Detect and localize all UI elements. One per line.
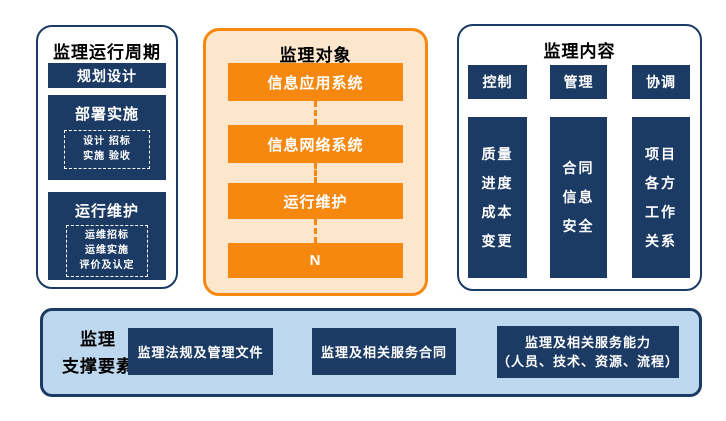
dashed-connector bbox=[313, 219, 317, 243]
stage-deployment-implementation: 部署实施 设计 招标 实施 验收 bbox=[48, 95, 166, 180]
content-item: 变更 bbox=[481, 232, 514, 249]
support-title-line: 支撑要素 bbox=[62, 356, 134, 376]
content-header-management: 管理 bbox=[550, 65, 607, 99]
support-item-service-capability: 监理及相关服务能力 （人员、技术、资源、流程） bbox=[497, 326, 679, 378]
dashed-connector bbox=[313, 101, 317, 125]
support-panel: 监理 支撑要素 监理法规及管理文件 监理及相关服务合同 监理及相关服务能力 （人… bbox=[40, 308, 702, 397]
content-item: 合同 bbox=[562, 160, 595, 176]
stage-maintenance-title: 运行维护 bbox=[74, 203, 139, 220]
support-panel-title: 监理 支撑要素 bbox=[48, 311, 148, 394]
capability-line: 监理及相关服务能力 bbox=[524, 335, 651, 350]
maintenance-substeps-box: 运维招标 运维实施 评价及认定 bbox=[66, 225, 148, 277]
deployment-substep: 实施 验收 bbox=[83, 151, 131, 162]
maintenance-substep: 运维实施 bbox=[85, 245, 129, 256]
content-header-coordination: 协调 bbox=[632, 65, 690, 99]
content-item: 质量 bbox=[481, 145, 514, 162]
capability-line: （人员、技术、资源、流程） bbox=[497, 354, 680, 369]
content-item: 项目 bbox=[645, 145, 677, 162]
stage-planning-design: 规划设计 bbox=[48, 63, 166, 88]
content-body-coordination: 项目 各方 工作 关系 bbox=[632, 117, 690, 278]
content-item: 各方 bbox=[645, 174, 677, 191]
content-item: 进度 bbox=[481, 174, 514, 191]
stage-operation-maintenance: 运行维护 运维招标 运维实施 评价及认定 bbox=[48, 192, 166, 280]
objects-panel-title: 监理对象 bbox=[279, 46, 352, 65]
maintenance-substep: 运维招标 bbox=[85, 230, 129, 241]
object-operation-maintenance: 运行维护 bbox=[228, 183, 403, 219]
content-body-control: 质量 进度 成本 变更 bbox=[468, 117, 527, 278]
content-item: 信息 bbox=[562, 189, 595, 205]
cycle-panel-title: 监理运行周期 bbox=[53, 43, 161, 62]
object-n: N bbox=[228, 243, 403, 278]
cycle-panel: 监理运行周期 规划设计 部署实施 设计 招标 实施 验收 运行维护 运维招标 运… bbox=[36, 25, 178, 289]
content-item: 工作 bbox=[645, 203, 677, 220]
stage-deployment-title: 部署实施 bbox=[74, 106, 139, 123]
deployment-substeps-box: 设计 招标 实施 验收 bbox=[64, 130, 150, 169]
object-info-network-system: 信息网络系统 bbox=[228, 125, 403, 163]
content-item: 成本 bbox=[481, 203, 514, 220]
support-item-service-contract: 监理及相关服务合同 bbox=[312, 328, 456, 375]
support-title-line: 监理 bbox=[80, 329, 116, 349]
content-item: 关系 bbox=[645, 232, 677, 249]
content-panel: 监理内容 控制 质量 进度 成本 变更 管理 合同 信息 安全 协调 项目 各方… bbox=[457, 24, 702, 291]
content-header-control: 控制 bbox=[468, 65, 527, 99]
object-info-application-system: 信息应用系统 bbox=[228, 63, 403, 101]
support-item-regulations: 监理法规及管理文件 bbox=[128, 328, 273, 375]
content-body-management: 合同 信息 安全 bbox=[550, 117, 607, 278]
maintenance-substep: 评价及认定 bbox=[79, 260, 135, 271]
dashed-connector bbox=[313, 163, 317, 183]
content-item: 安全 bbox=[562, 218, 595, 234]
deployment-substep: 设计 招标 bbox=[83, 136, 131, 147]
content-panel-title: 监理内容 bbox=[543, 42, 616, 61]
objects-panel: 监理对象 信息应用系统 信息网络系统 运行维护 N bbox=[203, 28, 428, 296]
